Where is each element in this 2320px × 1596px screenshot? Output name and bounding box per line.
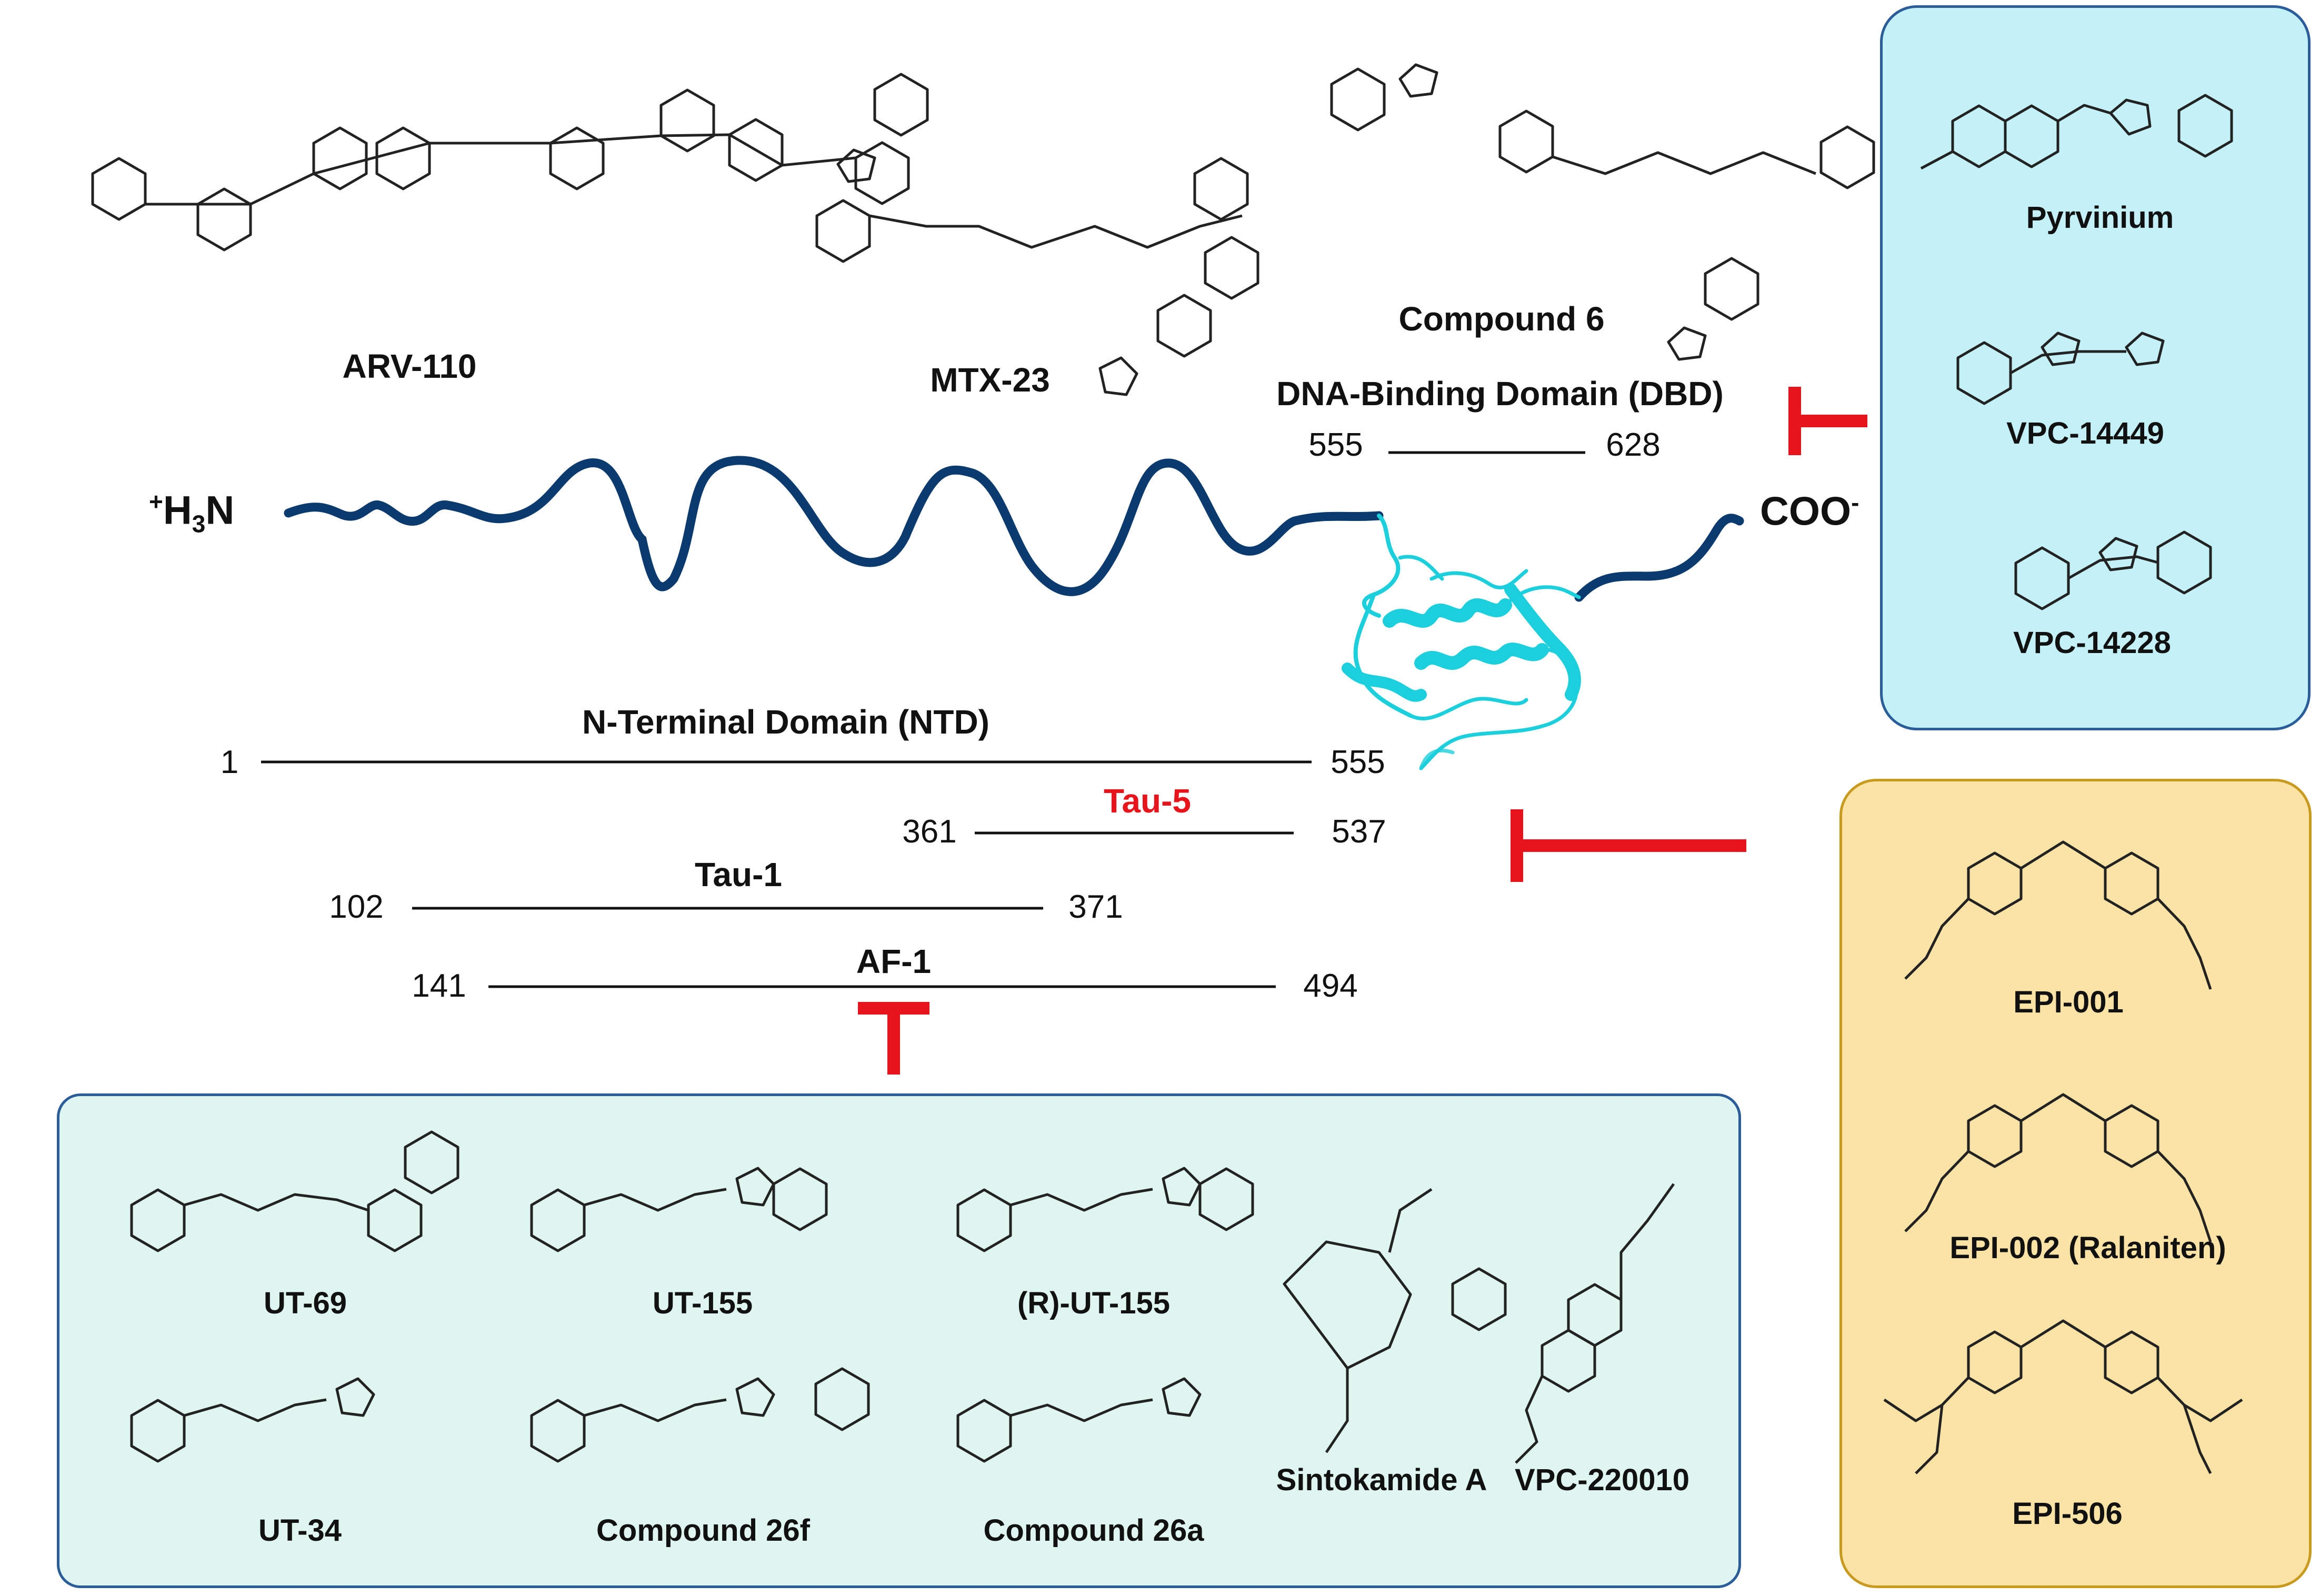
ntd-start-number: 1 bbox=[220, 744, 239, 780]
compound-label-compound-26a: Compound 26a bbox=[983, 1513, 1204, 1548]
compound-label-mtx-23: MTX-23 bbox=[930, 361, 1050, 399]
chemical-structure-icon bbox=[1515, 1183, 1675, 1464]
af1-inhibitor-panel bbox=[57, 1093, 1741, 1588]
c-terminal-chain bbox=[1574, 514, 1744, 602]
compound-label-epi-002: EPI-002 (Ralaniten) bbox=[1949, 1231, 2226, 1265]
chemical-structure-icon bbox=[91, 88, 910, 252]
tau1-start-number: 102 bbox=[329, 889, 384, 925]
chemical-structure-icon bbox=[1283, 1188, 1507, 1453]
chemical-structure-icon bbox=[1904, 1093, 2212, 1242]
c-terminus-group: COO bbox=[1760, 489, 1852, 534]
chemical-structure-icon bbox=[130, 1130, 459, 1252]
chemical-structure-icon bbox=[956, 1377, 1202, 1463]
ntd-domain-label: N-Terminal Domain (NTD) bbox=[582, 703, 989, 741]
chemical-structure-icon bbox=[1956, 332, 2165, 405]
chemical-structure-icon bbox=[530, 1167, 828, 1252]
compound-label-ut-34: UT-34 bbox=[258, 1513, 342, 1548]
tau5-start-number: 361 bbox=[902, 814, 957, 850]
c-terminus-label: COO- bbox=[1760, 490, 1859, 531]
n-terminus-tail: N bbox=[205, 488, 235, 533]
chemical-structure-icon bbox=[1883, 1319, 2243, 1474]
af1-end-number: 494 bbox=[1303, 968, 1358, 1004]
chemical-structure-icon bbox=[1904, 840, 2212, 990]
tau5-end-number: 537 bbox=[1332, 814, 1386, 850]
n-terminus-label: +H3N bbox=[149, 489, 234, 536]
compound-label-epi-001: EPI-001 bbox=[2013, 985, 2124, 1019]
protein-structure-icon bbox=[1342, 514, 1581, 770]
chemical-structure-icon bbox=[530, 1367, 870, 1463]
n-terminus-atom: H bbox=[163, 488, 192, 533]
tau5-domain-label: Tau-5 bbox=[1104, 782, 1191, 820]
compound-label-compound-26f: Compound 26f bbox=[596, 1513, 810, 1548]
chemical-structure-icon bbox=[130, 1377, 375, 1463]
chemical-structures bbox=[91, 63, 2243, 1474]
dbd-start-number: 555 bbox=[1308, 427, 1363, 463]
compound-label-ut-69: UT-69 bbox=[264, 1286, 347, 1320]
compound-label-pyrvinium: Pyrvinium bbox=[2026, 200, 2174, 235]
chemical-structure-icon bbox=[956, 1167, 1254, 1252]
compound-label-vpc-220010: VPC-220010 bbox=[1514, 1463, 1690, 1497]
compound-label-ut-155: UT-155 bbox=[652, 1286, 753, 1320]
inhibition-icon bbox=[1511, 809, 1746, 882]
inhibition-icon bbox=[858, 1002, 929, 1075]
inhibition-markers bbox=[858, 387, 1867, 1075]
inhibition-icon bbox=[1788, 387, 1867, 455]
chemical-structure-icon bbox=[2014, 530, 2212, 610]
charge-superscript: - bbox=[1851, 489, 1859, 516]
ntd-end-number: 555 bbox=[1331, 744, 1385, 780]
chemical-structure-icon bbox=[815, 73, 1259, 396]
compound-label-r-ut-155: (R)-UT-155 bbox=[1017, 1286, 1171, 1320]
tau1-domain-label: Tau-1 bbox=[695, 856, 782, 894]
domain-range-lines bbox=[261, 451, 1585, 988]
compound-label-epi-506: EPI-506 bbox=[2012, 1497, 2123, 1531]
dbd-domain-label: DNA-Binding Domain (DBD) bbox=[1276, 375, 1724, 413]
chemical-structure-icon bbox=[1330, 63, 1875, 361]
charge-superscript: + bbox=[149, 488, 163, 515]
compound-label-vpc-14228: VPC-14228 bbox=[2013, 626, 2171, 660]
n-terminus-subscript: 3 bbox=[192, 510, 206, 538]
chemical-structure-icon bbox=[1920, 94, 2233, 170]
compound-label-arv-110: ARV-110 bbox=[342, 347, 477, 385]
epi-inhibitor-panel bbox=[1839, 779, 2312, 1588]
af1-start-number: 141 bbox=[412, 968, 466, 1004]
disordered-chain bbox=[284, 456, 1384, 596]
compound-label-sintokamide-a: Sintokamide A bbox=[1276, 1463, 1487, 1497]
compound-label-compound-6: Compound 6 bbox=[1398, 300, 1605, 338]
af1-domain-label: AF-1 bbox=[856, 942, 932, 980]
tau1-end-number: 371 bbox=[1068, 889, 1123, 925]
compound-label-vpc-14449: VPC-14449 bbox=[2006, 416, 2164, 450]
dbd-end-number: 628 bbox=[1606, 427, 1661, 463]
